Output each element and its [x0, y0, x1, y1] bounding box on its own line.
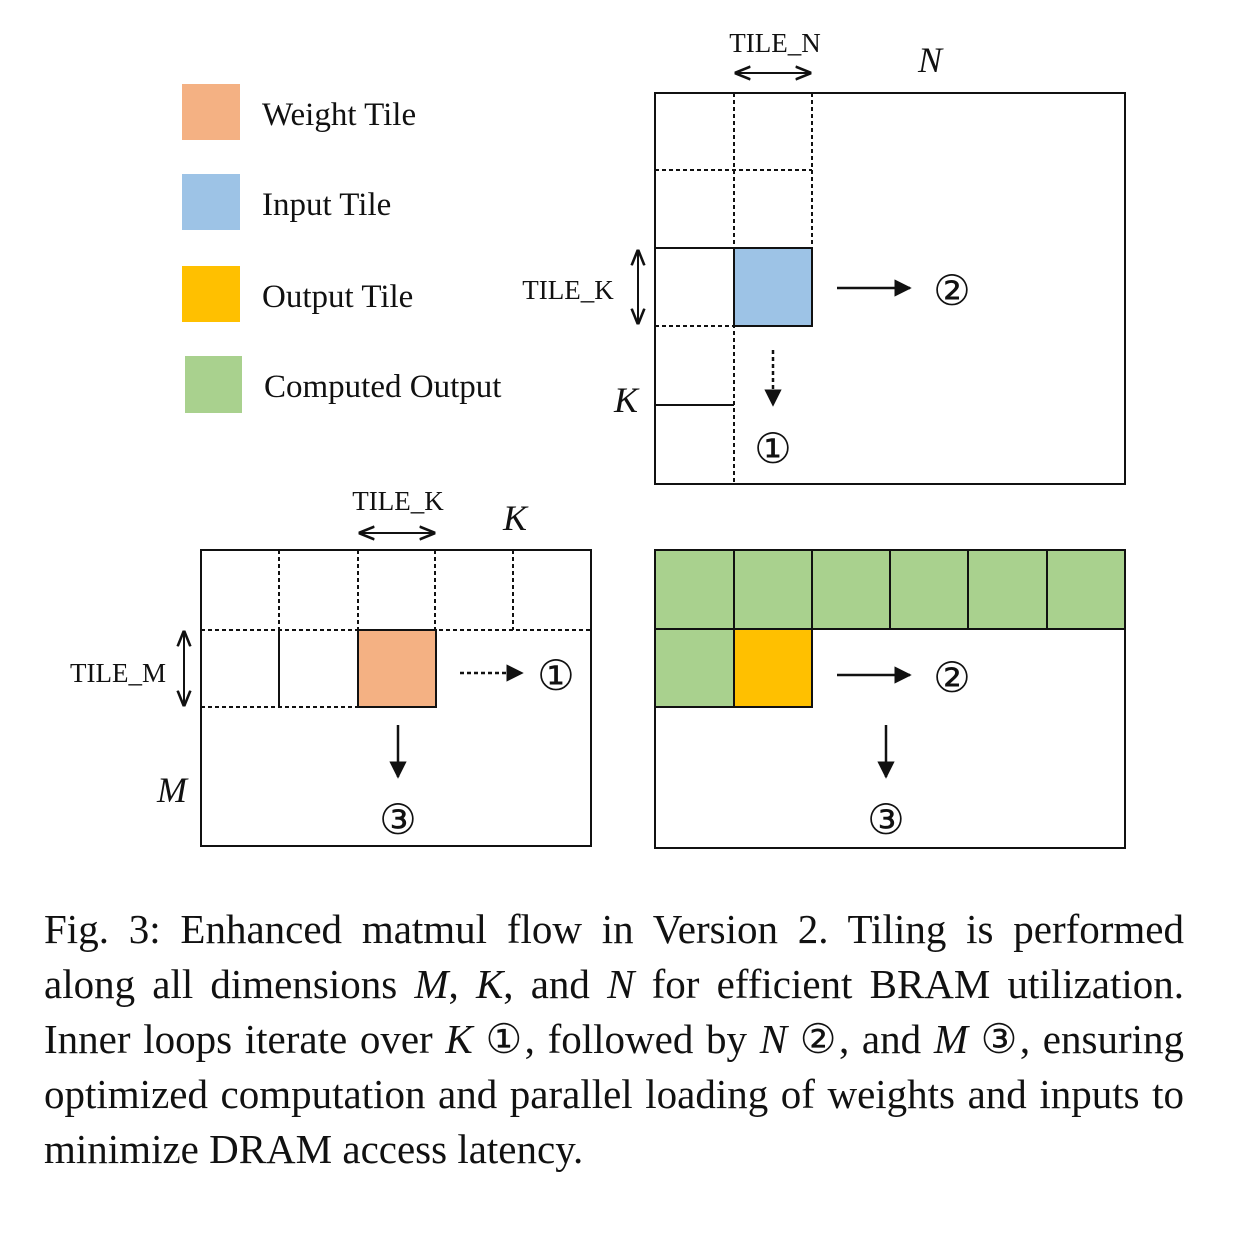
legend-label-input: Input Tile — [262, 187, 391, 223]
computed-output-cell — [1046, 549, 1126, 630]
computed-output-cell — [654, 549, 735, 630]
computed-output-cell — [967, 549, 1048, 630]
output-matrix: ② ③ — [654, 549, 1126, 849]
computed-output-cell — [811, 549, 891, 630]
output-matrix-border — [654, 549, 1126, 849]
weight-matrix-border — [200, 549, 592, 847]
legend-label-weight: Weight Tile — [262, 97, 416, 133]
weight-matrix: TILE_K K TILE_M M ① ③ — [70, 486, 592, 847]
computed-output-cell — [733, 549, 813, 630]
step-1-marker-input: ① — [754, 427, 792, 473]
tile-n-label: TILE_N — [729, 28, 820, 58]
legend-label-computed: Computed Output — [264, 369, 501, 405]
legend-swatch-output — [182, 266, 240, 322]
m-dimension-label: M — [156, 770, 189, 810]
legend-swatch-computed — [185, 356, 242, 413]
legend-label-output: Output Tile — [262, 279, 413, 315]
tile-k-label-input: TILE_K — [522, 275, 614, 305]
input-tile — [733, 247, 813, 327]
input-matrix-border — [654, 92, 1126, 485]
output-tile — [733, 628, 813, 708]
step-3-marker-output: ③ — [867, 798, 905, 844]
matmul-tiling-diagram: Weight Tile Input Tile Output Tile Compu… — [70, 28, 1126, 849]
step-2-marker-input: ② — [933, 269, 971, 315]
input-matrix: TILE_N N TILE_K K ② ① — [522, 28, 1126, 485]
k-dimension-label-input: K — [613, 380, 640, 420]
n-dimension-label: N — [917, 40, 944, 80]
figure-caption: Fig. 3: Enhanced matmul flow in Version … — [44, 906, 1185, 1172]
step-2-marker-output: ② — [933, 656, 971, 702]
k-dimension-label-weight: K — [502, 498, 529, 538]
step-3-marker-weight: ③ — [379, 798, 417, 844]
legend-swatch-input — [182, 174, 240, 230]
tile-m-label: TILE_M — [70, 658, 166, 688]
weight-tile — [357, 629, 437, 708]
tile-k-label-weight: TILE_K — [352, 486, 444, 516]
legend-swatch-weight — [182, 84, 240, 140]
step-1-marker-weight: ① — [537, 654, 575, 700]
computed-output-cell — [654, 628, 735, 708]
legend: Weight Tile Input Tile Output Tile Compu… — [182, 84, 501, 413]
computed-output-cell — [889, 549, 969, 630]
